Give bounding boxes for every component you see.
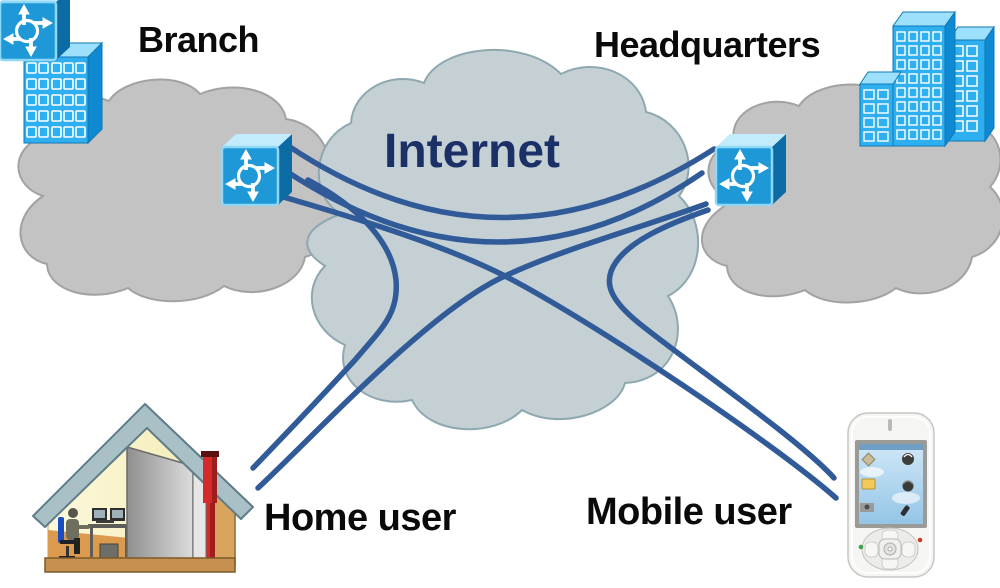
chimney [201,451,219,503]
router-icon [0,0,70,62]
connection-hq-home [255,201,709,491]
branch-label: Branch [138,19,260,60]
branch-router-icon [220,132,294,207]
mobile-user-label: Mobile user [586,491,792,533]
internet-label: Internet [384,125,561,178]
home-house-icon [32,403,254,573]
headquarters-buildings-icon [859,10,995,148]
phone-app-icons [860,452,914,516]
headquarters-label: Headquarters [594,24,821,65]
connection-hq-mobile-hook [606,207,837,481]
connection-branch-hq-line1 [287,144,717,221]
branch-building-icon [22,41,104,145]
phone-dpad [858,527,923,571]
phone-speaker [888,419,892,431]
connections [250,144,839,501]
headquarters-router-icon [714,132,788,207]
mobile-phone-icon [847,412,935,578]
connection-branch-home-hook [250,177,400,471]
home-user-label: Home user [264,497,456,539]
